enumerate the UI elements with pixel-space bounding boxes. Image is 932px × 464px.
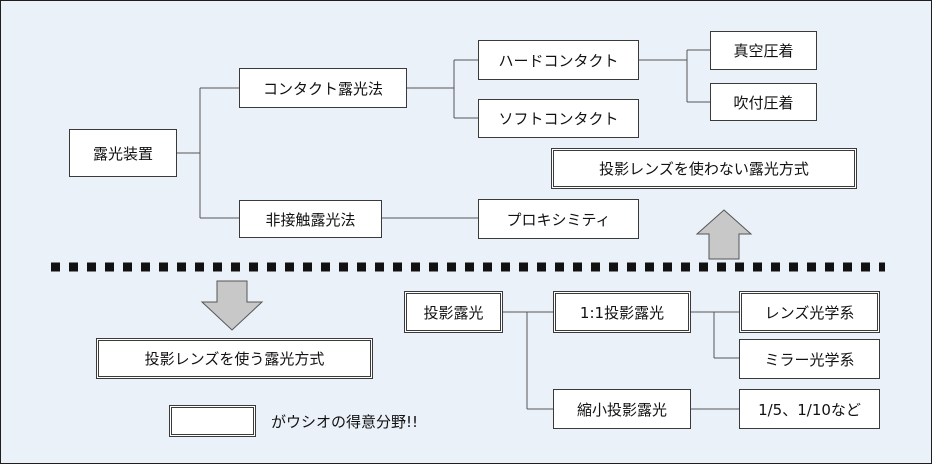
node-no-lens-method: 投影レンズを使わない露光方式: [551, 148, 857, 189]
node-reduction-projection: 縮小投影露光: [553, 389, 691, 429]
node-mirror-optics: ミラー光学系: [739, 339, 880, 379]
node-projection-exposure: 投影露光: [404, 291, 503, 333]
node-non-contact-exposure: 非接触露光法: [239, 200, 382, 238]
up-arrow-icon: [695, 209, 753, 260]
node-exposure-device: 露光装置: [69, 129, 177, 177]
legend-caption: がウシオの得意分野!!: [271, 413, 419, 431]
node-lens-optics: レンズ光学系: [739, 291, 880, 333]
node-hard-contact: ハードコンタクト: [478, 40, 639, 80]
node-lens-method: 投影レンズを使う露光方式: [96, 338, 373, 379]
node-contact-exposure: コンタクト露光法: [239, 68, 407, 108]
node-one-to-one-projection: 1:1投影露光: [553, 291, 691, 333]
node-reduction-ratios: 1/5、1/10など: [739, 389, 880, 429]
legend-sample-box: [169, 405, 256, 437]
down-arrow-icon: [200, 280, 264, 331]
node-blow-contact: 吹付圧着: [710, 83, 817, 121]
node-proximity: プロキシミティ: [478, 199, 639, 239]
node-soft-contact: ソフトコンタクト: [478, 99, 639, 138]
node-vacuum-contact: 真空圧着: [710, 31, 817, 70]
